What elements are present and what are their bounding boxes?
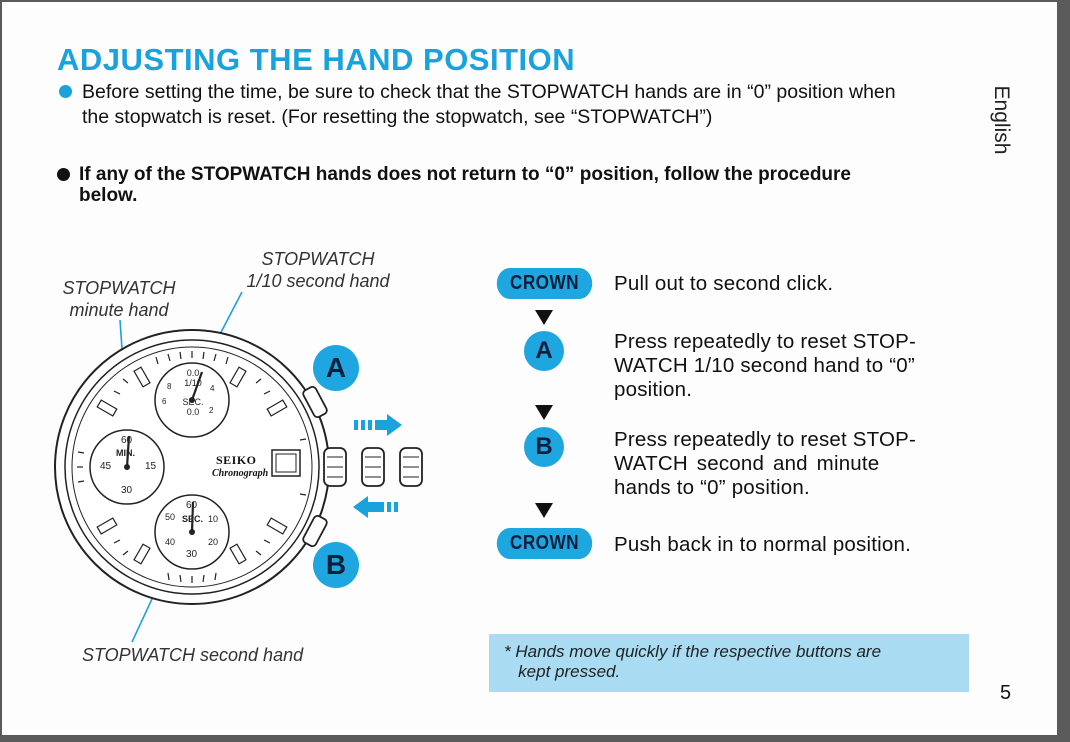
step-line: Push back in to normal position.	[614, 533, 911, 556]
page-title: ADJUSTING THE HAND POSITION	[57, 42, 576, 77]
hour-markers	[96, 366, 301, 565]
footnote-box	[489, 634, 969, 692]
bottom-subdial-left: 50	[165, 512, 176, 522]
pusher-a	[302, 385, 328, 419]
step-line: Press repeatedly to reset STOP-	[614, 428, 917, 451]
label-minute-hand: STOPWATCH minute hand	[56, 277, 182, 321]
step-text: Press repeatedly to reset STOP- WATCH 1/…	[614, 330, 916, 402]
button-b-badge: B	[313, 542, 359, 588]
step-line: hands to “0” position.	[614, 476, 810, 499]
minute-ticks	[77, 351, 307, 583]
bottom-subdial-bottom: 30	[186, 549, 198, 560]
subdial-bottom-label: 0.0	[186, 407, 200, 417]
watch-diagram	[54, 291, 423, 643]
bullet-icon	[57, 168, 70, 181]
label-line: 1/10 second hand	[246, 271, 390, 291]
pusher-b	[302, 514, 328, 548]
left-subdial-bottom: 30	[121, 485, 133, 496]
step-text: Press repeatedly to reset STOP- WATCH se…	[614, 428, 916, 500]
arrow-down-icon	[535, 405, 553, 420]
step-badge-a: A	[524, 331, 564, 371]
step-badge-b: B	[524, 427, 564, 467]
step-text: Pull out to second click.	[614, 272, 833, 296]
intro-line: Before setting the time, be sure to chec…	[82, 81, 896, 103]
tenth-second-hand	[190, 371, 204, 401]
footnote-text: * Hands move quickly if the respective b…	[504, 642, 881, 682]
bottom-subdial-lowleft: 40	[165, 537, 176, 547]
label-line: STOPWATCH	[62, 278, 176, 298]
top-subdial-text: 0.0 1/10 SEC. 0.0	[173, 368, 213, 417]
footnote-line: kept pressed.	[504, 662, 621, 681]
procedure-intro-line: If any of the STOPWATCH hands does not r…	[79, 164, 851, 185]
step-line: Press repeatedly to reset STOP-	[614, 330, 917, 353]
arrow-down-icon	[535, 503, 553, 518]
brand-logo: SEIKO	[216, 453, 257, 467]
intro-line: the stopwatch is reset. (For resetting t…	[82, 106, 713, 128]
crown-grip-lines	[327, 456, 419, 478]
bottom-subdial-lowright: 20	[208, 537, 219, 547]
bullet-icon	[59, 85, 72, 98]
arrow-down-icon	[535, 310, 553, 325]
watch-dial	[71, 346, 313, 588]
subdial-tick-label: 2	[209, 406, 214, 415]
bottom-subdial-unit: SEC.	[182, 514, 204, 524]
step-line: WATCH 1/10 second hand to “0”	[614, 354, 915, 377]
step-line: WATCH second and minute	[614, 452, 880, 475]
step-text: Push back in to normal position.	[614, 533, 911, 557]
step-line: Pull out to second click.	[614, 272, 834, 295]
subdial-unit-label: SEC.	[182, 397, 204, 407]
push-arrow-icon	[353, 496, 398, 518]
label-second-hand: STOPWATCH second hand	[82, 645, 304, 665]
sub-brand-logo: Chronograph	[212, 468, 269, 479]
step-line: position.	[614, 378, 693, 401]
subdial-tick-label: 6	[162, 397, 167, 406]
bottom-subdial-right: 10	[208, 514, 219, 524]
label-line: STOPWATCH	[261, 249, 375, 269]
subdial-mid-label: 1/10	[184, 378, 202, 388]
button-a-badge: A	[313, 345, 359, 391]
subdial-top-label: 0.0	[186, 368, 200, 378]
step-badge-crown: CROWN	[496, 268, 593, 299]
procedure-intro-line: below.	[79, 185, 138, 206]
manual-page: ADJUSTING THE HAND POSITION Before setti…	[2, 2, 1057, 735]
second-hand	[190, 501, 195, 533]
procedure-intro: If any of the STOPWATCH hands does not r…	[79, 164, 974, 206]
subdial-tick-label: 4	[210, 384, 215, 393]
left-subdial-right: 15	[145, 461, 157, 472]
label-tenth-second-hand: STOPWATCH 1/10 second hand	[238, 248, 398, 292]
page-number: 5	[1000, 682, 1012, 704]
left-subdial-top: 60	[121, 435, 133, 446]
bottom-subdial-top: 60	[186, 500, 198, 511]
intro-text: Before setting the time, be sure to chec…	[82, 80, 982, 130]
minute-hand	[125, 435, 131, 468]
pull-arrow-icon	[354, 414, 402, 436]
label-line: minute hand	[69, 300, 169, 320]
step-badge-crown: CROWN	[496, 528, 593, 559]
left-subdial-unit: MIN.	[116, 448, 135, 458]
left-subdial-left: 45	[100, 461, 112, 472]
footnote-line: * Hands move quickly if the respective b…	[504, 642, 882, 661]
subdial-tick-label: 8	[167, 382, 172, 391]
